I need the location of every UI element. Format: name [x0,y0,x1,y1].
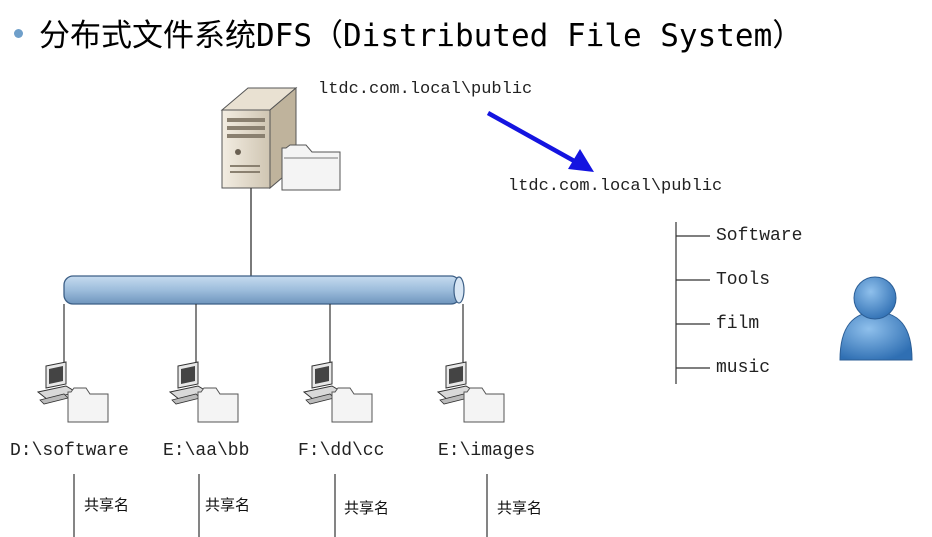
server-icon [220,86,298,190]
share-path-label: F:\dd\cc [298,441,385,461]
share-name-label: 共享名 [344,499,390,517]
folder-label-software: Software [716,226,803,246]
share-path-label: D:\software [10,441,129,461]
bullet-icon [14,28,23,38]
mapping-arrow [486,111,594,172]
target-path-label: ltdc.com.local\public [508,177,723,196]
computer-icon [302,361,347,407]
folder-icon [463,387,505,423]
computer-icon [168,361,213,407]
network-bus [63,275,465,305]
folder-tree [675,222,710,384]
folder-label-tools: Tools [716,270,771,290]
slide-title: 分布式文件系统DFS（Distributed File System） [39,17,804,54]
folder-icon [281,144,341,191]
folder-icon [67,387,109,423]
folder-label-music: music [716,358,771,378]
share-name-label: 共享名 [205,496,251,514]
folder-label-film: film [716,314,760,334]
computer-icon [436,361,481,407]
share-path-label: E:\images [438,441,536,461]
slide-title-row: 分布式文件系统DFS（Distributed File System） [14,6,803,58]
folder-icon [331,387,373,423]
user-icon [839,276,913,361]
share-name-label: 共享名 [84,496,130,514]
share-path-label: E:\aa\bb [163,441,250,461]
share-name-label: 共享名 [497,499,543,517]
root-path-label: ltdc.com.local\public [318,80,533,99]
folder-icon [197,387,239,423]
